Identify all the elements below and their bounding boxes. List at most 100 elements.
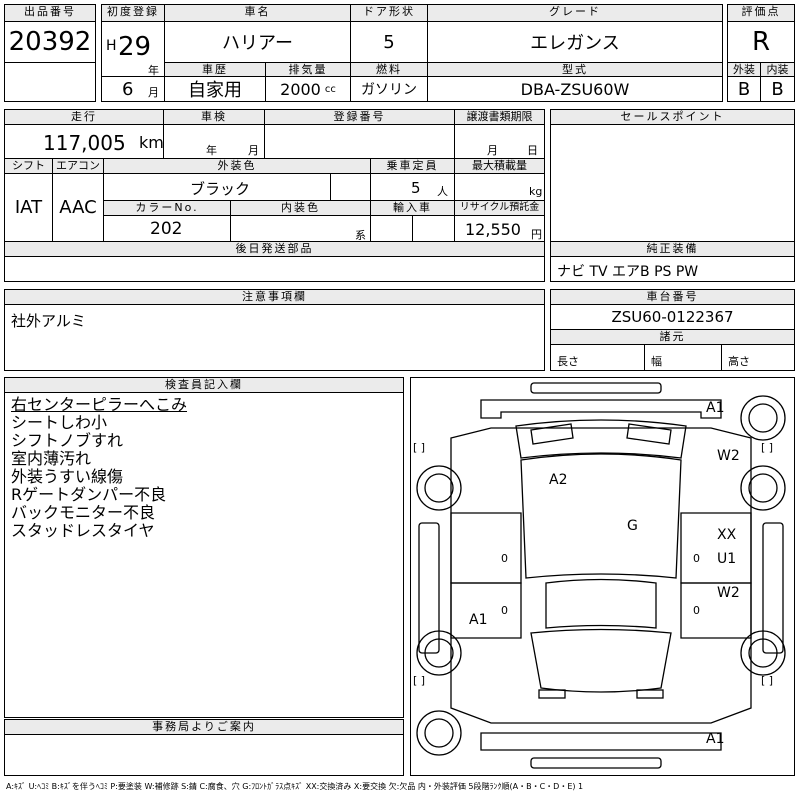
mark-a1-left: A1 — [469, 612, 488, 628]
inspection-cell: 年 月 — [163, 124, 265, 159]
import-label: 輸入車 — [370, 200, 455, 216]
zero-left-rear: 0 — [501, 604, 508, 617]
lot-no-label: 出品番号 — [4, 4, 96, 22]
right-rocker — [762, 522, 784, 654]
displacement-value: 2000 cc — [265, 76, 351, 102]
displacement-label: 排気量 — [265, 62, 351, 77]
displacement-number: 2000 — [280, 79, 321, 99]
wheel-rear-left — [416, 630, 462, 676]
length-label: 長さ — [557, 355, 579, 368]
mark-u1: U1 — [717, 551, 737, 567]
remark-item: 外装うすい線傷 — [11, 467, 124, 486]
remark-item: 室内薄汚れ — [11, 449, 92, 468]
width-cell: 幅 — [644, 344, 722, 371]
history-label: 車歴 — [164, 62, 266, 77]
notes-label: 注意事項欄 — [4, 289, 545, 305]
car-diagram: [ ] [ ] [ ] [ ] 0 0 0 0 A1 W2 A2 G XX U1… — [410, 377, 795, 776]
reg-no-label: 登録番号 — [264, 109, 455, 125]
reg-year: 29 — [118, 32, 152, 62]
max-load-label: 最大積載量 — [454, 158, 545, 174]
max-load-unit: kg — [529, 185, 543, 198]
import-cell-b — [412, 215, 455, 242]
remarks-list: 右センターピラーへこみ シートしわ小 シフトノブすれ 室内薄汚れ 外装うすい線傷… — [11, 396, 187, 540]
capacity-value: 5 — [411, 179, 421, 197]
rear-window — [530, 628, 672, 693]
wheel-rear-left-inner — [424, 638, 454, 668]
capacity-label: 乗車定員 — [370, 158, 455, 174]
aircon-value: AAC — [52, 173, 104, 242]
int-color-unit: 系 — [355, 229, 366, 242]
recycle-unit: 円 — [531, 228, 542, 241]
door-label: ドア形状 — [350, 4, 428, 22]
spare-wheel-right — [740, 395, 786, 441]
roof — [545, 578, 657, 629]
mirror-mark-right: [ ] — [761, 441, 774, 454]
color-no-cell: 202 — [103, 215, 231, 242]
front-bumper — [480, 399, 722, 419]
transfer-day-unit: 日 — [527, 144, 538, 157]
reg-no-cell — [264, 124, 455, 159]
capacity-unit: 人 — [437, 185, 448, 198]
dimensions-label: 諸元 — [550, 329, 795, 345]
left-rocker — [418, 522, 440, 654]
reg-year-unit: 年 — [148, 64, 159, 77]
recycle-cell: 12,550 円 — [454, 215, 545, 242]
rear-mark-right: [ ] — [761, 674, 774, 687]
reg-month: 6 — [122, 79, 134, 100]
later-parts-label: 後日発送部品 — [4, 241, 545, 257]
genuine-equip-value: ナビ TV エアB PS PW — [557, 264, 699, 280]
spare-wheel-left — [416, 710, 462, 756]
wheel-rear-right — [740, 630, 786, 676]
transfer-month-unit: 月 — [487, 144, 498, 157]
ext-color-label: 外装色 — [103, 158, 371, 174]
score-label: 評価点 — [727, 4, 795, 22]
right-front-door — [680, 512, 752, 584]
shift-value: IAT — [4, 173, 53, 242]
history-value: 自家用 — [164, 76, 266, 102]
wheel-front-left — [416, 465, 462, 511]
right-rear-door — [680, 582, 752, 639]
notes-value: 社外アルミ — [11, 312, 86, 330]
model-value: DBA-ZSU60W — [427, 76, 723, 102]
car-name-value: ハリアー — [164, 21, 351, 63]
mark-xx: XX — [717, 527, 737, 543]
ext-color-extra — [330, 173, 371, 201]
rear-bumper — [480, 732, 722, 751]
interior-grade: B — [760, 76, 795, 102]
remark-item: スタッドレスタイヤ — [11, 521, 155, 540]
remark-item: バックモニター不良 — [11, 503, 156, 522]
mark-w2-top: W2 — [717, 448, 740, 464]
first-reg-label: 初度登録 — [101, 4, 165, 22]
width-label: 幅 — [651, 355, 662, 368]
remark-item: 右センターピラーへこみ — [11, 395, 188, 414]
height-cell: 高さ — [721, 344, 795, 371]
mark-g: G — [627, 518, 638, 534]
shift-label: シフト — [4, 158, 53, 174]
mileage-value: 117,005 — [43, 131, 126, 155]
max-load-cell: kg — [454, 173, 545, 201]
rear-bumper-bottom — [530, 757, 662, 769]
interior-label: 内装 — [760, 62, 795, 77]
transfer-label: 譲渡書類期限 — [454, 109, 545, 125]
zero-right-rear: 0 — [693, 604, 700, 617]
car-outline-svg — [416, 382, 786, 769]
tail-light-left — [538, 689, 566, 699]
genuine-equip-cell: ナビ TV エアB PS PW — [550, 256, 795, 282]
wheel-front-right — [740, 465, 786, 511]
color-no-label: カラーNo. — [103, 200, 231, 216]
tail-light-right — [636, 689, 664, 699]
front-bumper-top — [530, 382, 662, 394]
inspection-label: 車検 — [163, 109, 265, 125]
rear-mark-left: [ ] — [413, 674, 426, 687]
recycle-label: リサイクル預託金 — [454, 200, 545, 216]
car-name-label: 車名 — [164, 4, 351, 22]
front-window-left — [530, 423, 574, 445]
cabin-front — [520, 453, 682, 579]
wheel-front-left-inner — [424, 473, 454, 503]
left-front-door — [450, 512, 522, 584]
inspector-label: 検査員記入欄 — [4, 377, 404, 393]
chassis-label: 車台番号 — [550, 289, 795, 305]
notes-cell: 社外アルミ — [4, 304, 545, 371]
legend: A:ｷｽﾞ U:ﾍｺﾐ B:ｷｽﾞを伴うﾍｺﾐ P:要塗装 W:補修跡 S:錆 … — [6, 782, 584, 791]
wheel-front-right-inner — [748, 473, 778, 503]
